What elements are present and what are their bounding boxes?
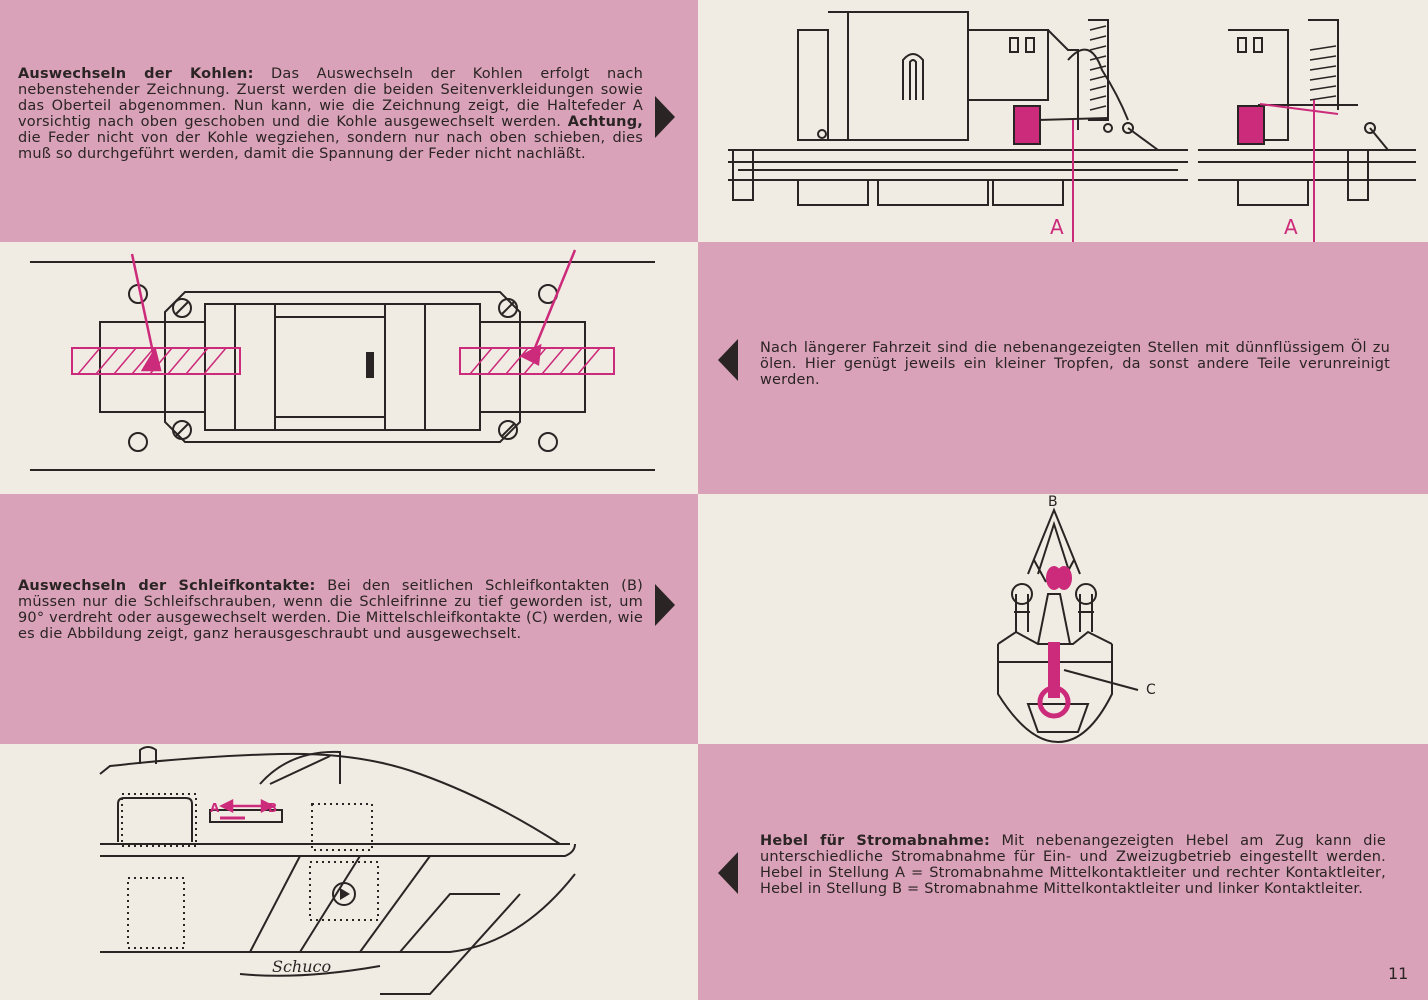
oelen-text: Nach längerer Fahrzeit sind die nebenang… [760,340,1390,388]
arrow-left-icon [718,852,738,894]
arrow-right-icon [655,584,675,626]
arrow-left-icon [718,339,738,381]
hebel-heading: Hebel für Stromabnahme: [760,833,990,849]
motor-top-drawing [30,249,655,471]
motor-side-drawing: A A [728,11,1416,242]
hebel-paragraph: Hebel für Stromabnahme: Mit nebenangezei… [760,833,1386,897]
kohlen-paragraph: Auswechseln der Kohlen: Das Auswechseln … [18,66,643,162]
panel-text-oelen [698,242,1428,494]
motor-label-a-right: A [1284,215,1298,239]
schleifkontakte-paragraph: Auswechseln der Schleifkontakte: Bei den… [18,578,643,642]
locomotive-drawing: A B Schuco [99,746,576,995]
arrow-right-icon [655,96,675,138]
contacts-drawing: B C [997,494,1156,744]
panel-text-hebel [698,744,1428,1000]
oelen-paragraph: Nach längerer Fahrzeit sind die nebenang… [760,340,1390,388]
lever-label-b: B [268,801,277,815]
kohlen-text-part2: die Feder nicht von der Kohle wegziehen,… [18,130,643,162]
schleifkontakte-text: Bei den seitlichen Schleifkontakten (B) … [18,578,643,642]
brand-logo: Schuco [272,957,331,976]
page-number: 11 [1388,964,1409,983]
panel-text-kohlen [0,0,698,242]
kohlen-text-part1: Das Auswechseln der Kohlen erfolgt nach … [18,66,643,130]
kohlen-emphasis: Achtung, [567,114,643,130]
panel-figure-motor-top [0,242,698,494]
schleifkontakte-heading: Auswechseln der Schleifkontakte: [18,578,316,594]
lever-label-a: A [210,801,220,815]
hebel-text: Mit nebenangezeigten Hebel am Zug kann d… [760,833,1386,897]
contact-label-b: B [1048,494,1058,510]
contact-label-c: C [1146,682,1156,698]
panel-text-schleifkontakte [0,494,698,744]
motor-label-a-left: A [1050,215,1064,239]
panel-figure-contacts [698,494,1428,744]
kohlen-heading: Auswechseln der Kohlen: [18,66,254,82]
